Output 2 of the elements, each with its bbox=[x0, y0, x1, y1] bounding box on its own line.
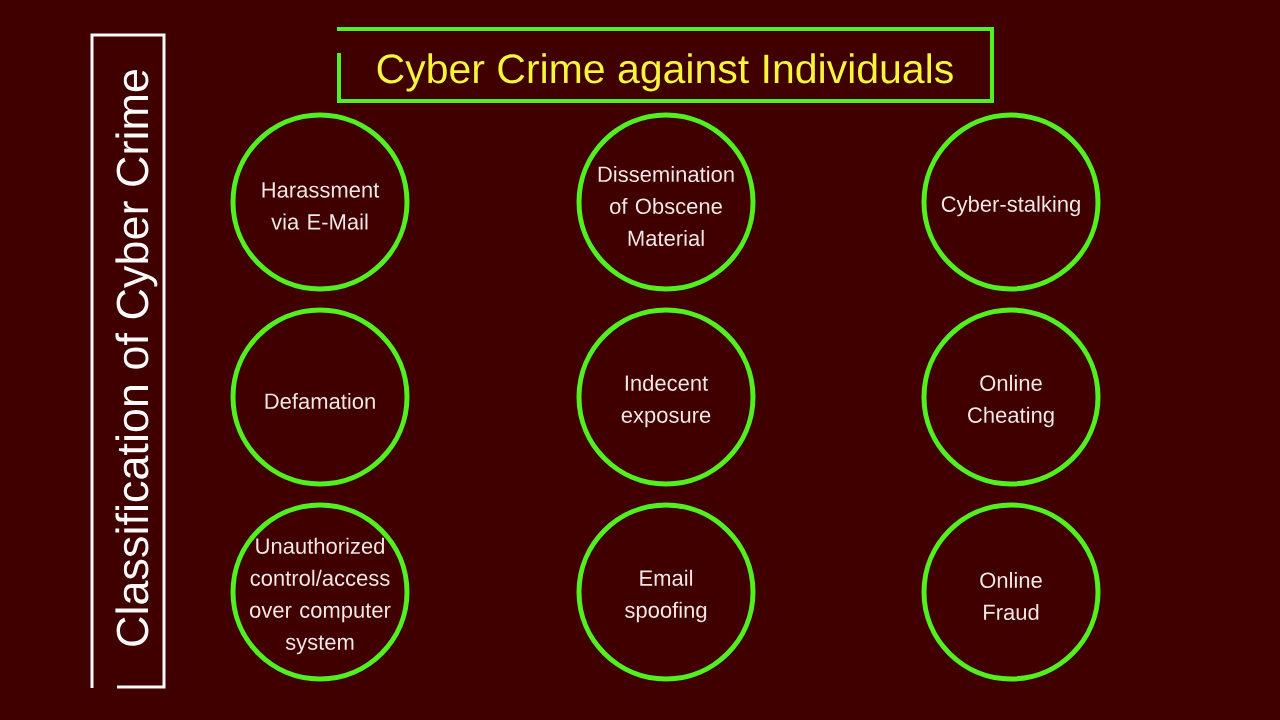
heading-box: Classification of Cyber Crime bbox=[90, 33, 166, 689]
title-box: Cyber Crime against Individuals bbox=[337, 27, 994, 103]
